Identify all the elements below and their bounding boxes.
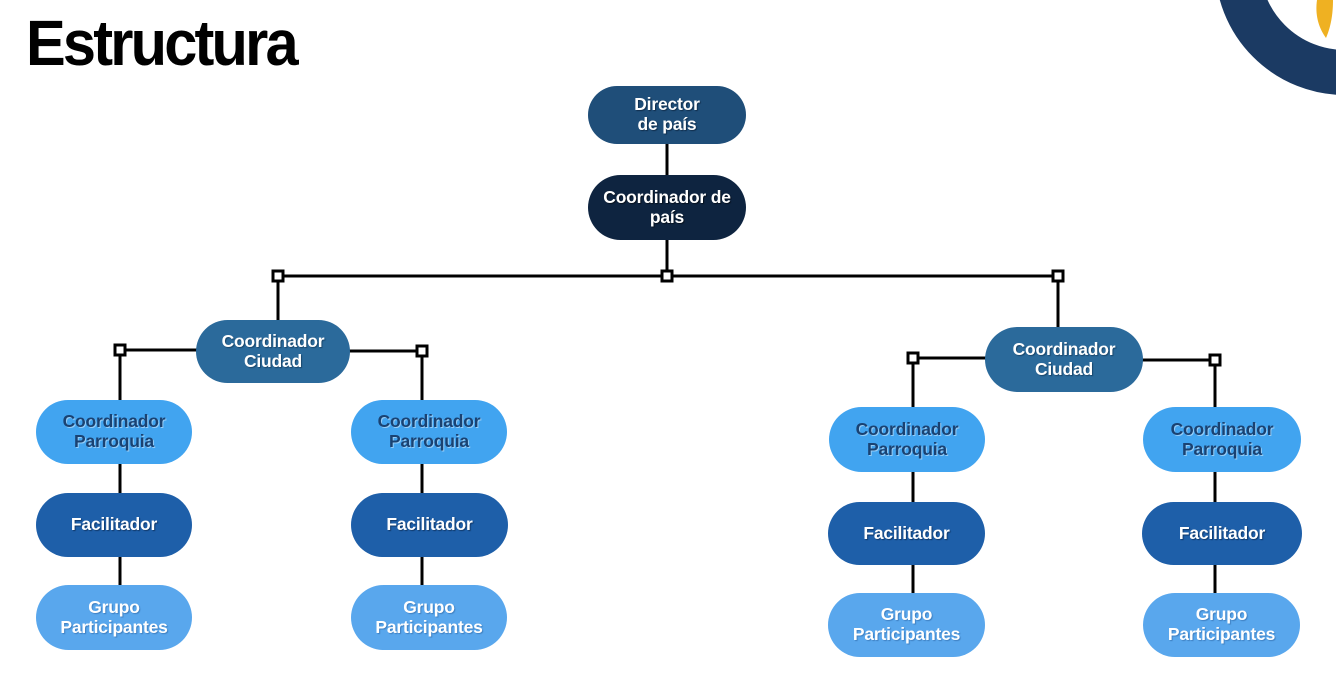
- corner-logo: [1219, 0, 1336, 95]
- connector-anchor[interactable]: [1051, 269, 1065, 283]
- org-node-coordinador-pais[interactable]: Coordinador de país: [588, 175, 746, 240]
- org-node-director[interactable]: Director de país: [588, 86, 746, 144]
- org-node-coordinador-ciudad-1[interactable]: Coordinador Ciudad: [196, 320, 350, 383]
- connector-anchor[interactable]: [1208, 353, 1222, 367]
- org-node-facilitador-1[interactable]: Facilitador: [36, 493, 192, 557]
- org-node-coordinador-ciudad-2[interactable]: Coordinador Ciudad: [985, 327, 1143, 392]
- page-title: Estructura: [26, 7, 299, 79]
- org-node-facilitador-4[interactable]: Facilitador: [1142, 502, 1302, 565]
- org-node-grupo-participantes-4[interactable]: Grupo Participantes: [1143, 593, 1300, 657]
- flame-icon: [1316, 0, 1333, 38]
- connector-anchor[interactable]: [660, 269, 674, 283]
- org-node-facilitador-3[interactable]: Facilitador: [828, 502, 985, 565]
- connector-anchor-group: [113, 269, 1222, 367]
- connector-anchor[interactable]: [906, 351, 920, 365]
- org-node-facilitador-2[interactable]: Facilitador: [351, 493, 508, 557]
- org-node-grupo-participantes-3[interactable]: Grupo Participantes: [828, 593, 985, 657]
- org-node-grupo-participantes-1[interactable]: Grupo Participantes: [36, 585, 192, 650]
- connector-anchor[interactable]: [415, 344, 429, 358]
- org-node-coordinador-parroquia-2[interactable]: Coordinador Parroquia: [351, 400, 507, 464]
- connector-anchor[interactable]: [113, 343, 127, 357]
- org-node-coordinador-parroquia-1[interactable]: Coordinador Parroquia: [36, 400, 192, 464]
- org-node-coordinador-parroquia-4[interactable]: Coordinador Parroquia: [1143, 407, 1301, 472]
- connector-anchor[interactable]: [271, 269, 285, 283]
- org-node-coordinador-parroquia-3[interactable]: Coordinador Parroquia: [829, 407, 985, 472]
- org-node-grupo-participantes-2[interactable]: Grupo Participantes: [351, 585, 507, 650]
